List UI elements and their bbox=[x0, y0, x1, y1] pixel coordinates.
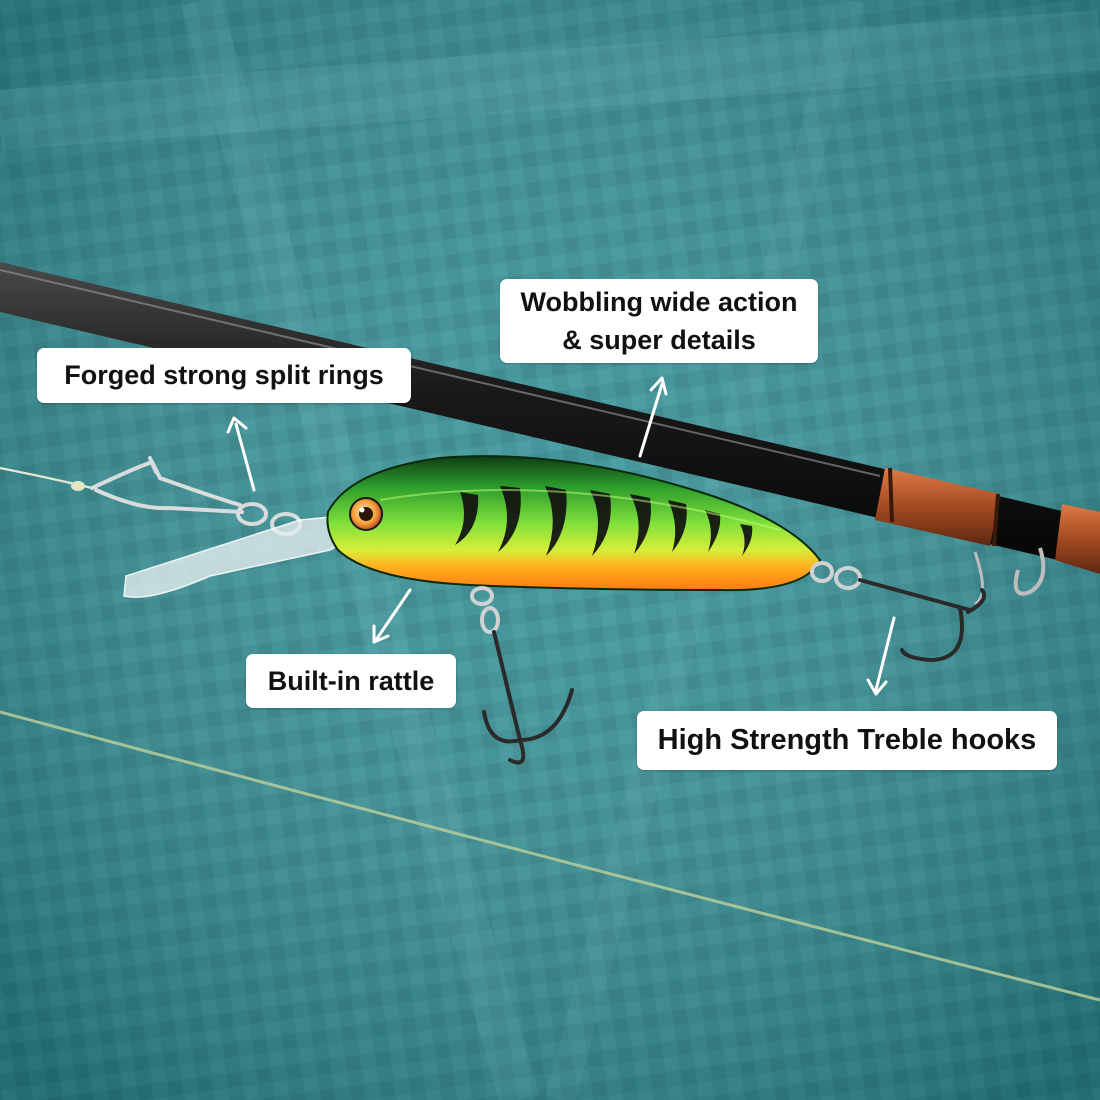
arrow-hooks bbox=[866, 616, 896, 696]
callout-split-rings-text: Forged strong split rings bbox=[64, 360, 384, 390]
fishing-rod bbox=[0, 262, 1100, 606]
callout-treble-hooks-text: High Strength Treble hooks bbox=[657, 724, 1037, 756]
tail-treble-hook bbox=[810, 561, 987, 663]
belly-treble-hook bbox=[470, 586, 574, 765]
callout-rattle-text: Built-in rattle bbox=[267, 666, 435, 696]
callout-arrows bbox=[226, 376, 896, 696]
callout-treble-hooks: High Strength Treble hooks bbox=[637, 711, 1057, 770]
callout-wobbling-line1: Wobbling wide action bbox=[520, 287, 798, 317]
callout-split-rings: Forged strong split rings bbox=[37, 348, 411, 403]
arrow-rings bbox=[226, 416, 256, 492]
callout-wobbling-action: Wobbling wide action & super details bbox=[500, 279, 818, 363]
callout-wobbling-line2: & super details bbox=[562, 325, 756, 355]
callout-rattle: Built-in rattle bbox=[246, 654, 456, 708]
arrow-wobble bbox=[638, 376, 668, 458]
arrow-rattle bbox=[372, 588, 412, 644]
lure-body bbox=[326, 455, 822, 592]
